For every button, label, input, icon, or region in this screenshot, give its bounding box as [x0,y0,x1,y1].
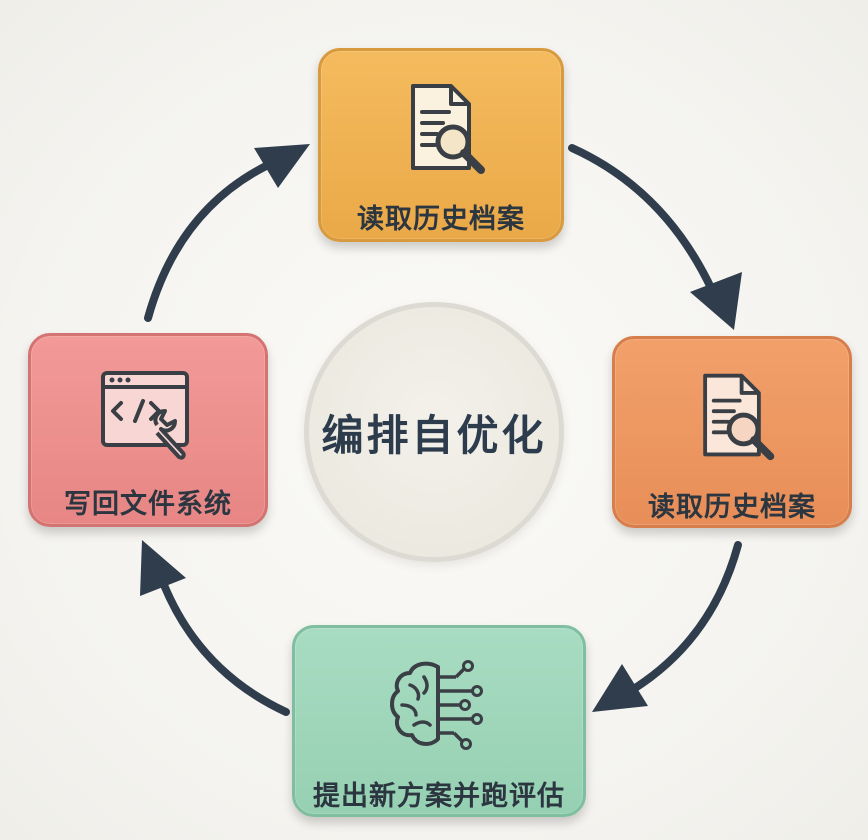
arrow-bottom-to-left [160,581,290,716]
center-title: 编排自优化 [321,410,547,460]
arrow-top-to-right [568,144,716,294]
node-label: 写回文件系统 [64,489,232,520]
brain-circuit-icon [384,650,494,760]
document-search-icon [386,73,496,183]
arrowhead-bottom-to-left [140,540,186,596]
arrowhead-top-to-right [690,272,742,330]
arrow-left-to-top [144,161,272,322]
node-label: 读取历史档案 [357,204,525,235]
node-label: 提出新方案并跑评估 [313,781,565,812]
node-label: 读取历史档案 [648,492,816,523]
code-window-wrench-icon [93,358,203,468]
node-propose-and-evaluate: 提出新方案并跑评估 [292,625,586,817]
arrowhead-right-to-bottom [592,664,648,712]
node-read-archive-top: 读取历史档案 [318,48,564,242]
arrow-right-to-bottom [628,541,742,694]
center-circle: 编排自优化 [304,302,564,562]
node-read-archive-right: 读取历史档案 [612,336,852,528]
document-search-icon [677,361,787,471]
node-write-back-filesystem: 写回文件系统 [28,333,268,527]
arrowhead-left-to-top [254,144,310,188]
